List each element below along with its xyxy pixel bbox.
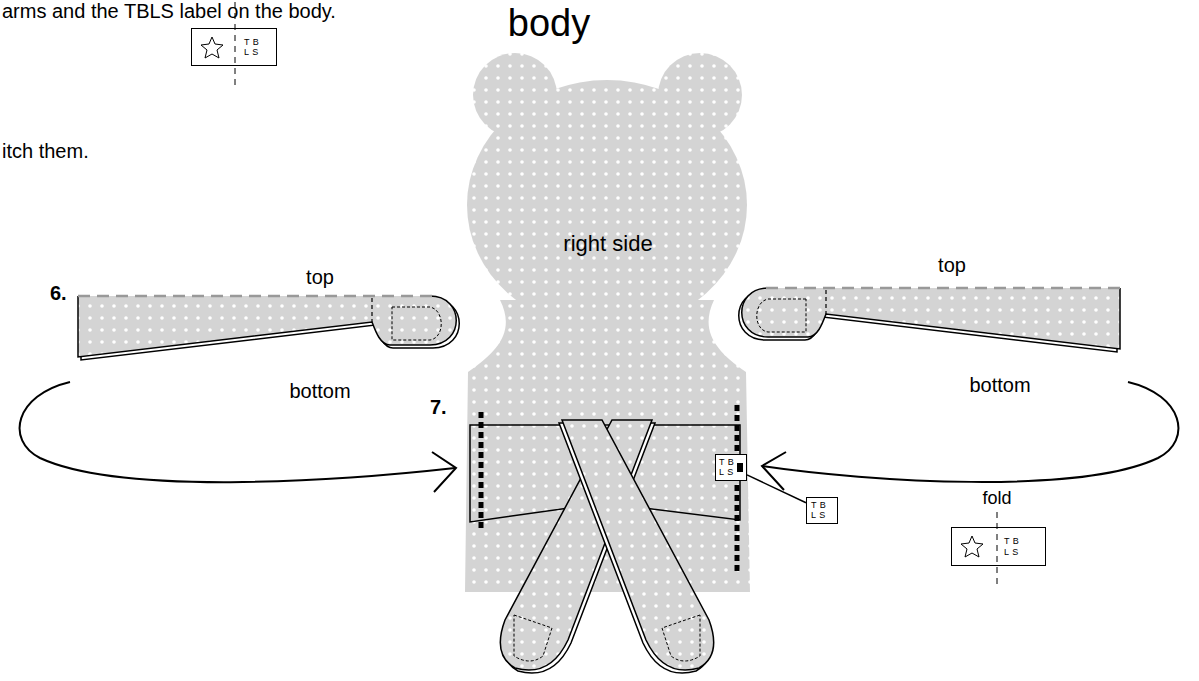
paw-line bbox=[825, 290, 826, 314]
step-number: 7. bbox=[430, 396, 447, 419]
step-number: 6. bbox=[50, 282, 67, 305]
stitch-line bbox=[479, 412, 484, 530]
part-title: body bbox=[508, 2, 590, 46]
paw-outline bbox=[757, 299, 806, 332]
foot-outline bbox=[662, 615, 700, 661]
edge-label: bottom bbox=[289, 380, 350, 403]
edge-label: top bbox=[938, 254, 966, 277]
star-icon bbox=[201, 37, 223, 58]
fold-label: fold bbox=[982, 488, 1011, 509]
label-tag: T B L S bbox=[715, 454, 747, 481]
star-icon bbox=[961, 536, 983, 557]
seam-line bbox=[760, 287, 1120, 290]
leader-line bbox=[747, 475, 806, 503]
instruction-text: arms and the TBLS label on the body. bbox=[2, 0, 336, 23]
arm-front bbox=[78, 296, 456, 357]
seam-line bbox=[78, 295, 438, 298]
right-arm bbox=[739, 288, 1120, 352]
edge-label: top bbox=[306, 266, 334, 289]
turn-arrow bbox=[20, 382, 455, 482]
tag-text: T B L S bbox=[1004, 536, 1020, 557]
instruction-text: itch them. bbox=[2, 140, 89, 163]
turn-arrow bbox=[762, 382, 1178, 482]
leg bbox=[559, 420, 714, 673]
label-tag: T B L S bbox=[191, 28, 277, 66]
leader-line bbox=[747, 475, 806, 503]
fold-line bbox=[997, 512, 998, 586]
label-tag: T B L S bbox=[951, 527, 1046, 566]
folded-label-tag: T B L S bbox=[806, 497, 838, 524]
tag-text: T B L S bbox=[719, 457, 735, 478]
tag-text: T B L S bbox=[811, 500, 827, 521]
arm-outline bbox=[742, 288, 1120, 349]
head bbox=[467, 80, 747, 330]
fabric-side-label: right side bbox=[563, 231, 652, 256]
arrow-head bbox=[432, 452, 456, 492]
edge-label: bottom bbox=[969, 374, 1030, 397]
arm-outline bbox=[78, 296, 456, 357]
stitch-line bbox=[735, 405, 740, 574]
foot-outline bbox=[514, 615, 552, 661]
leg-front bbox=[562, 420, 714, 670]
arm-front bbox=[742, 288, 1120, 349]
paw-line bbox=[371, 298, 372, 322]
tag-text: T B L S bbox=[244, 37, 260, 58]
left-arm bbox=[78, 296, 459, 360]
paw-outline bbox=[392, 307, 441, 340]
